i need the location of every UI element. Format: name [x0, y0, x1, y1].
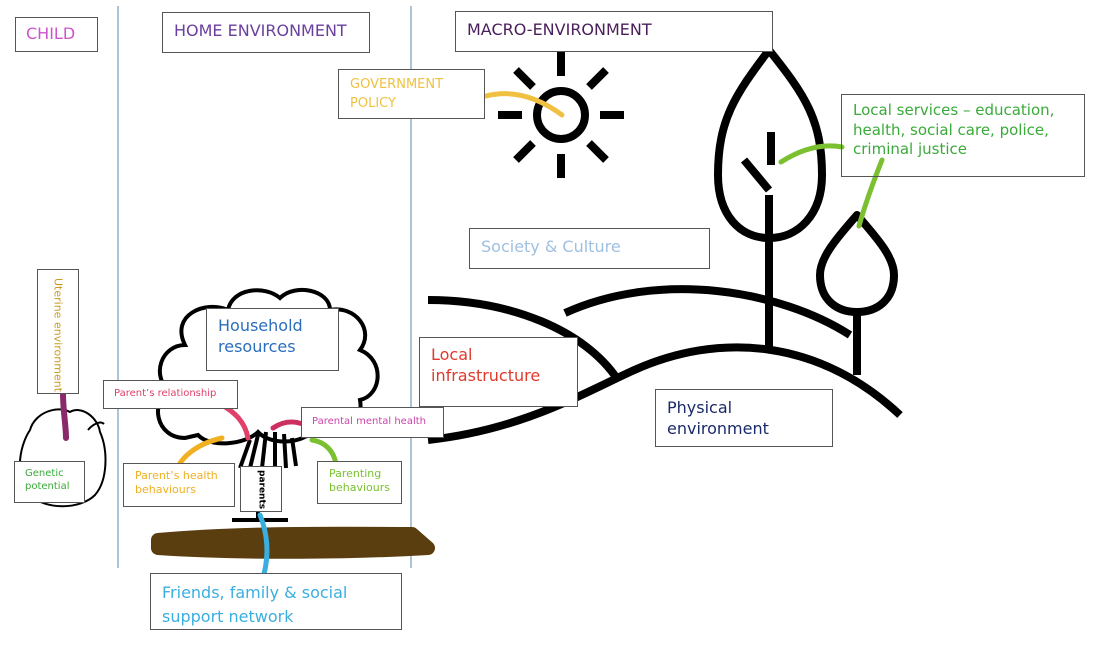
- sun-icon: [498, 52, 624, 178]
- parental-mental-health-box: Parental mental health: [301, 407, 444, 438]
- friends-family-support-box: Friends, family & social support network: [150, 573, 402, 630]
- genetic-potential-box: Genetic potential: [14, 461, 85, 503]
- tree-large-icon: [714, 46, 826, 350]
- household-resources-box: Household resources: [206, 308, 339, 371]
- parents-label: parents: [256, 470, 267, 510]
- section-macro-label: MACRO-ENVIRONMENT: [467, 20, 652, 39]
- connector-local-services-a: [778, 143, 845, 165]
- tree-small-icon: [816, 211, 898, 375]
- parenting-behaviours-box: Parenting behaviours: [317, 461, 402, 504]
- physical-environment-box: Physical environment: [655, 389, 833, 447]
- local-infrastructure-box: Local infrastructure: [419, 337, 578, 407]
- hills-icon: [427, 285, 903, 444]
- local-services-box: Local services – education, health, soci…: [841, 94, 1085, 177]
- section-child: CHILD: [15, 17, 98, 52]
- parents-relationship-box: Parent’s relationship: [103, 380, 238, 409]
- parents-health-behaviours-box: Parent’s health behaviours: [123, 463, 235, 507]
- connector-uterine: [60, 391, 69, 441]
- connector-government: [483, 91, 565, 118]
- connector-local-services-b: [856, 157, 885, 229]
- section-macro-environment: MACRO-ENVIRONMENT: [455, 11, 773, 52]
- section-home-environment: HOME ENVIRONMENT: [162, 12, 370, 53]
- section-child-label: CHILD: [26, 24, 76, 43]
- section-home-label: HOME ENVIRONMENT: [174, 21, 347, 40]
- connector-friends-family: [257, 512, 270, 577]
- government-policy-box: GOVERNMENT POLICY: [338, 69, 485, 119]
- uterine-environment-box: Uterine environment: [37, 269, 79, 394]
- ground-root-icon: [151, 526, 435, 559]
- parents-trunk-box: parents: [240, 466, 282, 512]
- society-culture-box: Society & Culture: [469, 228, 710, 269]
- uterine-environment-label: Uterine environment: [51, 278, 65, 393]
